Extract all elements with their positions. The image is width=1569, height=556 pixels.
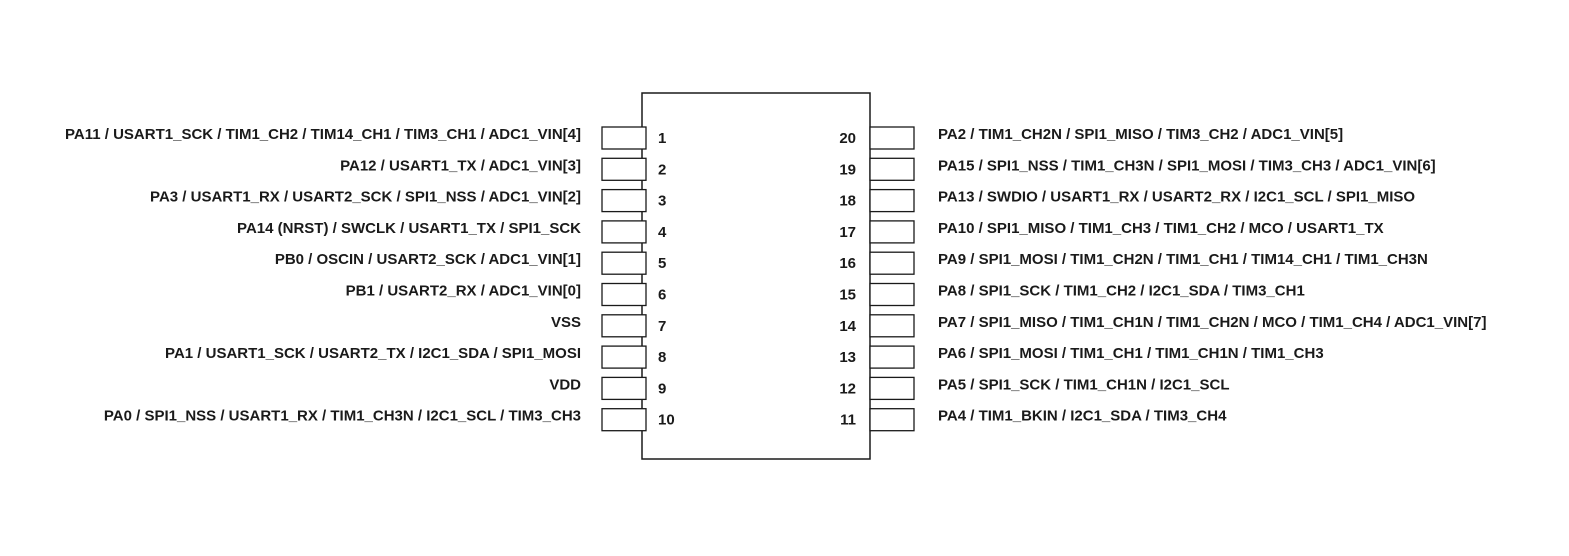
pin-row: 12 PA5 / SPI1_SCK / TIM1_CH1N / I2C1_SCL (839, 376, 1229, 401)
pin-row: 17 PA10 / SPI1_MISO / TIM1_CH3 / TIM1_CH2… (839, 220, 1384, 244)
pin-pad (601, 251, 647, 275)
pin-number: 13 (839, 349, 856, 366)
pin-number: 10 (658, 412, 675, 429)
pin-pad (601, 126, 647, 150)
pin-number: 14 (839, 318, 856, 335)
pin-number: 1 (658, 130, 666, 147)
pin-pad (601, 376, 647, 401)
pin-pad (869, 376, 915, 401)
pin-number: 3 (658, 193, 666, 210)
pin-number: 18 (839, 193, 856, 210)
pin-number: 8 (658, 349, 666, 366)
pin-row: 3 PA3 / USART1_RX / USART2_SCK / SPI1_NSS… (150, 188, 666, 213)
pin-row: 14 PA7 / SPI1_MISO / TIM1_CH1N / TIM1_CH2… (839, 314, 1486, 338)
pin-number: 9 (658, 380, 666, 397)
pin-number: 7 (658, 318, 666, 335)
left-pin-column: 1 PA11 / USART1_SCK / TIM1_CH2 / TIM14_CH… (65, 126, 675, 432)
pin-pad (601, 408, 647, 432)
pin-label: PA0 / SPI1_NSS / USART1_RX / TIM1_CH3N /… (104, 408, 581, 425)
pin-label: PB1 / USART2_RX / ADC1_VIN[0] (346, 283, 581, 300)
pin-label: PA14 (NRST) / SWCLK / USART1_TX / SPI1_S… (237, 220, 581, 237)
pin-label: PA15 / SPI1_NSS / TIM1_CH3N / SPI1_MOSI … (938, 157, 1436, 174)
pin-number: 6 (658, 287, 666, 304)
pin-pad (869, 314, 915, 338)
pin-number: 19 (839, 161, 856, 178)
pin-label: PA9 / SPI1_MOSI / TIM1_CH2N / TIM1_CH1 /… (938, 251, 1428, 268)
right-pin-column: 20 PA2 / TIM1_CH2N / SPI1_MISO / TIM3_CH2… (839, 126, 1486, 432)
pin-row: 16 PA9 / SPI1_MOSI / TIM1_CH2N / TIM1_CH1… (839, 251, 1428, 275)
pin-label: PA6 / SPI1_MOSI / TIM1_CH1 / TIM1_CH1N /… (938, 345, 1324, 362)
pin-label: PA12 / USART1_TX / ADC1_VIN[3] (340, 157, 581, 174)
pin-number: 2 (658, 161, 666, 178)
pin-label: PA8 / SPI1_SCK / TIM1_CH2 / I2C1_SDA / T… (938, 283, 1305, 300)
pin-pad (869, 345, 915, 369)
pin-pad (601, 314, 647, 338)
pin-row: 8 PA1 / USART1_SCK / USART2_TX / I2C1_SDA… (165, 345, 666, 369)
pin-number: 17 (839, 224, 856, 241)
chip-body (641, 92, 871, 460)
pin-row: 13 PA6 / SPI1_MOSI / TIM1_CH1 / TIM1_CH1N… (839, 345, 1324, 369)
pin-label: PB0 / OSCIN / USART2_SCK / ADC1_VIN[1] (275, 251, 581, 268)
pin-pad (601, 282, 647, 307)
pin-row: 10 PA0 / SPI1_NSS / USART1_RX / TIM1_CH3N… (104, 408, 675, 432)
pin-row: 7 VSS (551, 314, 666, 338)
pin-number: 4 (658, 224, 667, 241)
pin-label: PA7 / SPI1_MISO / TIM1_CH1N / TIM1_CH2N … (938, 314, 1486, 331)
pin-number: 20 (839, 130, 856, 147)
pin-pad (601, 220, 647, 244)
pin-pad (869, 220, 915, 244)
pin-row: 6 PB1 / USART2_RX / ADC1_VIN[0] (346, 282, 666, 307)
pin-pad (601, 157, 647, 181)
pin-pad (869, 251, 915, 275)
pin-label: PA2 / TIM1_CH2N / SPI1_MISO / TIM3_CH2 /… (938, 126, 1343, 143)
pin-label: PA5 / SPI1_SCK / TIM1_CH1N / I2C1_SCL (938, 376, 1229, 393)
pin-label: PA11 / USART1_SCK / TIM1_CH2 / TIM14_CH1… (65, 126, 581, 143)
pin-number: 5 (658, 255, 666, 272)
pin-pad (869, 188, 915, 213)
pin-number: 16 (839, 255, 856, 272)
pin-number: 12 (839, 380, 856, 397)
pin-label: PA10 / SPI1_MISO / TIM1_CH3 / TIM1_CH2 /… (938, 220, 1384, 237)
pin-pad (869, 157, 915, 181)
pin-row: 20 PA2 / TIM1_CH2N / SPI1_MISO / TIM3_CH2… (839, 126, 1343, 150)
pin-pad (869, 408, 915, 432)
pin-pad (869, 126, 915, 150)
pin-row: 11 PA4 / TIM1_BKIN / I2C1_SDA / TIM3_CH4 (840, 408, 1227, 432)
pin-label: PA1 / USART1_SCK / USART2_TX / I2C1_SDA … (165, 345, 581, 362)
pin-row: 2 PA12 / USART1_TX / ADC1_VIN[3] (340, 157, 666, 181)
pin-label: PA3 / USART1_RX / USART2_SCK / SPI1_NSS … (150, 189, 581, 206)
pin-row: 1 PA11 / USART1_SCK / TIM1_CH2 / TIM14_CH… (65, 126, 666, 150)
pin-row: 4 PA14 (NRST) / SWCLK / USART1_TX / SPI1_… (237, 220, 667, 244)
pin-row: 5 PB0 / OSCIN / USART2_SCK / ADC1_VIN[1] (275, 251, 666, 275)
pin-row: 9 VDD (549, 376, 666, 401)
pin-row: 18 PA13 / SWDIO / USART1_RX / USART2_RX /… (839, 188, 1415, 213)
pin-label: VSS (551, 314, 581, 331)
pin-label: PA13 / SWDIO / USART1_RX / USART2_RX / I… (938, 189, 1415, 206)
pin-row: 19 PA15 / SPI1_NSS / TIM1_CH3N / SPI1_MOS… (839, 157, 1436, 181)
pin-row: 15 PA8 / SPI1_SCK / TIM1_CH2 / I2C1_SDA /… (839, 282, 1305, 307)
pin-label: PA4 / TIM1_BKIN / I2C1_SDA / TIM3_CH4 (938, 408, 1227, 425)
pin-number: 11 (840, 412, 856, 429)
pin-pad (601, 345, 647, 369)
pin-label: VDD (549, 376, 581, 393)
pin-pad (601, 188, 647, 213)
pin-pad (869, 282, 915, 307)
pin-number: 15 (839, 287, 856, 304)
